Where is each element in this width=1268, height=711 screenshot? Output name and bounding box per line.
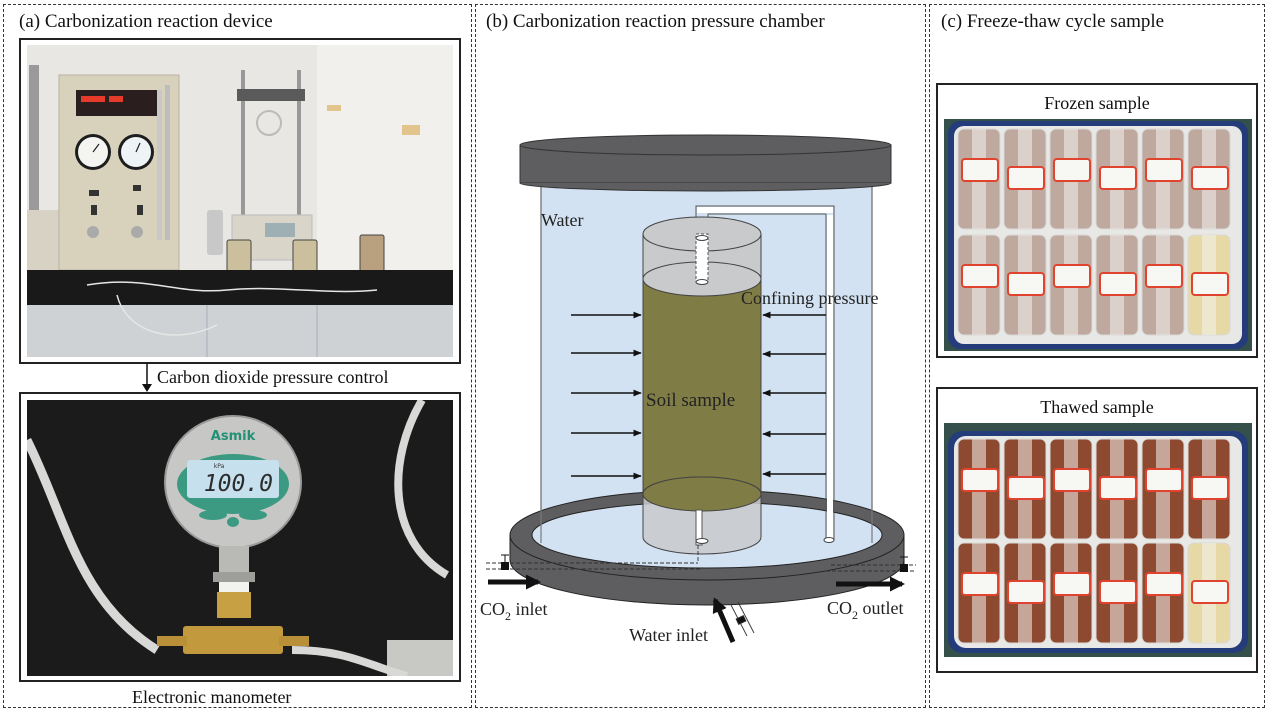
frozen-sample-frame: Frozen sample bbox=[936, 83, 1258, 358]
sample-label-tag bbox=[1145, 572, 1183, 596]
device-photo-frame bbox=[19, 38, 461, 364]
chamber-lid bbox=[519, 134, 892, 192]
confining-pressure-arrows-left bbox=[571, 311, 642, 480]
pressure-chamber-diagram: Water Confining pressure Soil sample CO2… bbox=[480, 134, 916, 645]
sample-label-tag bbox=[1053, 158, 1091, 182]
manometer-brand: Asmik bbox=[211, 429, 256, 444]
sample-label-tag bbox=[1145, 468, 1183, 492]
thawed-sample-frame: Thawed sample bbox=[936, 387, 1258, 673]
co2-pressure-control-label: Carbon dioxide pressure control bbox=[157, 367, 389, 387]
sample-label-tag bbox=[1099, 166, 1137, 190]
sample-label-tag bbox=[1099, 476, 1137, 500]
sample-label-tag bbox=[1145, 264, 1183, 288]
thawed-sample-caption: Thawed sample bbox=[1040, 397, 1154, 417]
carbonization-device-photo bbox=[27, 45, 453, 357]
frozen-sample-photo bbox=[944, 119, 1252, 351]
water-inlet-arrow bbox=[712, 597, 736, 643]
sample-label-tag bbox=[1007, 476, 1045, 500]
panel-b-title: (b) Carbonization reaction pressure cham… bbox=[486, 11, 825, 32]
panel-c: (c) Freeze-thaw cycle sample Frozen samp… bbox=[929, 4, 1265, 708]
electronic-manometer-photo: Asmik kPa 100.0 bbox=[27, 400, 453, 676]
manometer-reading: 100.0 bbox=[204, 471, 273, 497]
base-plate bbox=[509, 489, 905, 606]
sample-label-tag bbox=[1145, 158, 1183, 182]
sample-label-tag bbox=[1191, 476, 1229, 500]
panel-a-title: (a) Carbonization reaction device bbox=[19, 11, 273, 32]
sample-label-tag bbox=[1191, 272, 1229, 296]
sample-label-tag bbox=[961, 158, 999, 182]
manometer-unit: kPa bbox=[214, 463, 225, 470]
confining-pressure-arrows-right bbox=[762, 311, 826, 478]
frozen-sample-caption: Frozen sample bbox=[1044, 93, 1150, 113]
sample-label-tag bbox=[961, 264, 999, 288]
soil-sample bbox=[642, 278, 762, 495]
valve-icon bbox=[501, 554, 509, 570]
valve-icon bbox=[900, 556, 908, 572]
down-arrow-icon bbox=[142, 363, 152, 392]
electronic-manometer-caption: Electronic manometer bbox=[132, 687, 292, 707]
sample-label-tag bbox=[1191, 580, 1229, 604]
sample-label-tag bbox=[1053, 264, 1091, 288]
sample-label-tag bbox=[1053, 572, 1091, 596]
sample-label-tag bbox=[1007, 272, 1045, 296]
sample-label-tag bbox=[1099, 272, 1137, 296]
water-inlet-label: Water inlet bbox=[629, 625, 708, 645]
sample-label-tag bbox=[961, 572, 999, 596]
sample-label-tag bbox=[1007, 580, 1045, 604]
sample-label-tag bbox=[1191, 166, 1229, 190]
confining-pressure-label: Confining pressure bbox=[741, 288, 878, 308]
co2-outlet-label: CO2 outlet bbox=[827, 598, 904, 622]
sample-label-tag bbox=[1099, 580, 1137, 604]
soil-sample-label: Soil sample bbox=[646, 390, 735, 411]
sample-label-tag bbox=[1007, 166, 1045, 190]
manometer-photo-frame: Asmik kPa 100.0 bbox=[19, 392, 461, 682]
sample-label-tag bbox=[1053, 468, 1091, 492]
panel-b: (b) Carbonization reaction pressure cham… bbox=[475, 4, 926, 708]
sample-label-tag bbox=[961, 468, 999, 492]
thawed-sample-photo bbox=[944, 423, 1252, 657]
water-inlet-pipe bbox=[730, 601, 755, 637]
panel-c-title: (c) Freeze-thaw cycle sample bbox=[941, 11, 1165, 32]
panel-a: (a) Carbonization reaction device bbox=[3, 4, 472, 708]
co2-inlet-label: CO2 inlet bbox=[480, 599, 548, 623]
water-label: Water bbox=[541, 210, 584, 230]
